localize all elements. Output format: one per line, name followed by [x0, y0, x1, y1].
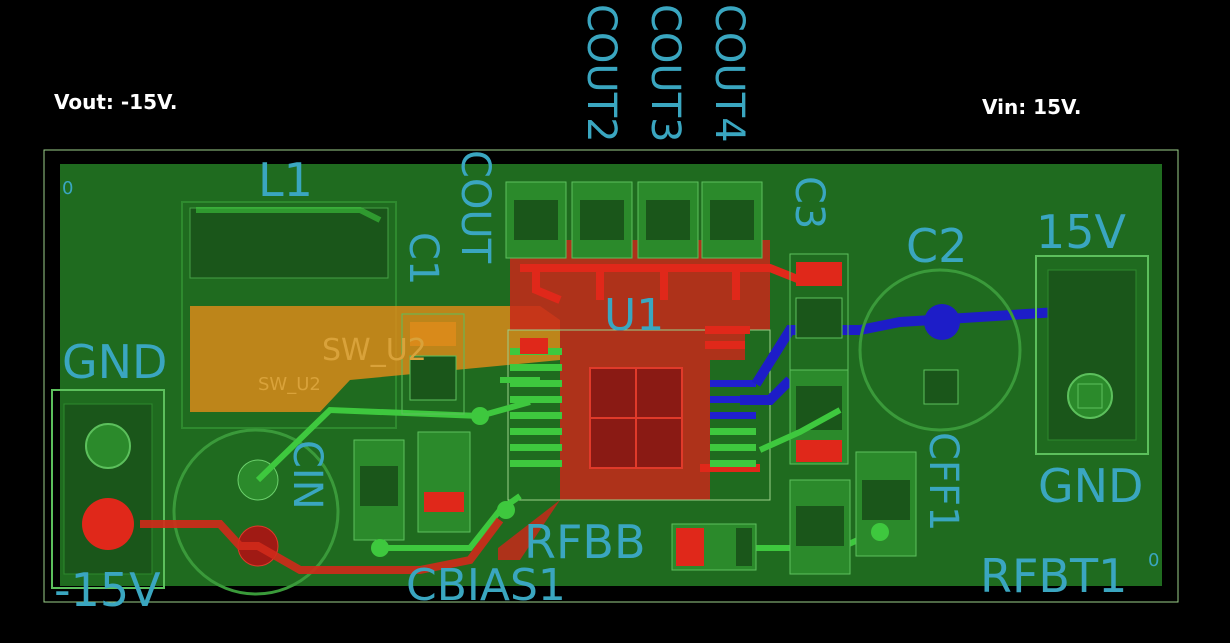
cout-pads — [505, 181, 763, 259]
label-rfbt: RFBT1 — [980, 549, 1127, 603]
label-gnd-left: GND — [62, 335, 167, 389]
rfbb-pad — [417, 431, 471, 533]
vin-annotation: Vin: 15V. — [982, 95, 1082, 119]
board-outline — [43, 149, 1179, 603]
label-cout4: COUT4 — [706, 4, 752, 143]
label-sw-u2-large: SW_U2 — [322, 333, 427, 368]
sw-node-pour — [190, 306, 560, 412]
label-zero-left: 0 — [62, 178, 73, 199]
label-sw-u2-small: SW_U2 — [258, 374, 321, 395]
label-c3: C3 — [786, 176, 832, 229]
cap-c4-outline — [172, 428, 340, 596]
label-c1: C1 — [400, 232, 446, 285]
c2-outline — [858, 268, 1022, 432]
label-cout2: COUT2 — [578, 4, 624, 143]
label-cin: CIN — [284, 440, 330, 510]
vout-connector — [51, 389, 165, 589]
u1-pins-right-blue — [710, 380, 756, 419]
label-15v: 15V — [1036, 205, 1127, 259]
label-vneg: -15V — [54, 563, 161, 617]
vout-pad — [82, 498, 134, 550]
vout-annotation: Vout: -15V. — [54, 90, 178, 114]
label-cout: COUT — [452, 150, 498, 264]
label-cbias: CBIAS1 — [406, 560, 566, 611]
label-cout3: COUT3 — [642, 4, 688, 143]
label-u1: U1 — [604, 290, 664, 341]
label-zero-right: 0 — [1148, 550, 1159, 571]
label-gnd-right: GND — [1038, 459, 1143, 513]
label-cff: CFF1 — [920, 432, 966, 531]
label-rfbb: RFBB — [524, 515, 646, 569]
vin-connector — [1035, 255, 1149, 455]
c1-outline — [401, 313, 465, 415]
u1-pins-right — [710, 428, 756, 467]
label-c2: C2 — [906, 219, 967, 273]
bottom-traces — [740, 305, 1091, 405]
u1-outline — [507, 329, 771, 501]
label-l1: L1 — [258, 153, 313, 207]
inductor-pad-top — [189, 207, 389, 279]
